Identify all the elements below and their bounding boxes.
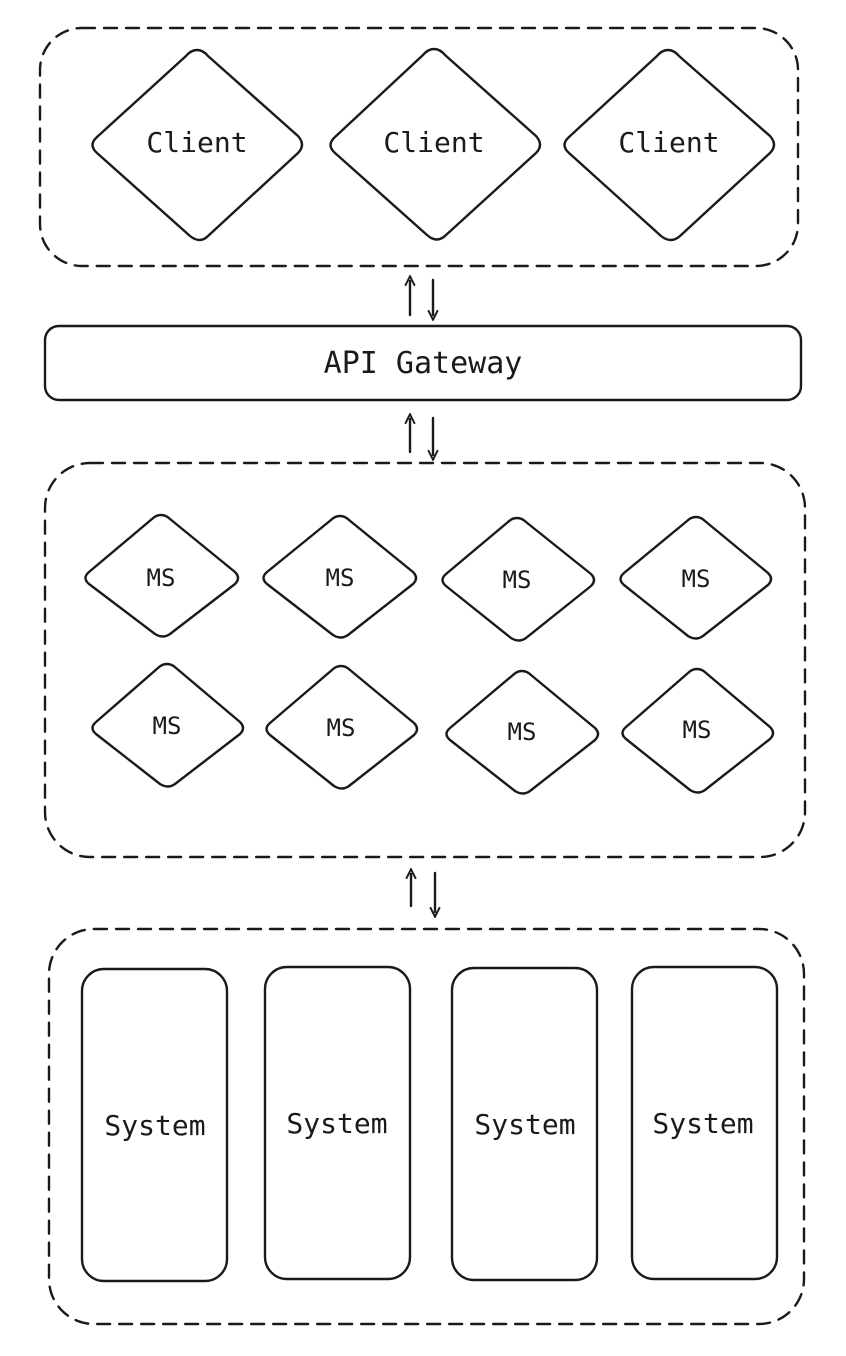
- system-label: System: [652, 1107, 753, 1140]
- bidirectional-arrow-icon: [410, 280, 433, 315]
- systems-group-container: [47, 927, 806, 1326]
- microservice-node[interactable]: MS: [441, 516, 596, 642]
- microservice-label: MS: [327, 714, 356, 742]
- bidirectional-arrow-icon: [410, 418, 433, 455]
- microservice-node[interactable]: MS: [265, 664, 419, 790]
- microservice-node[interactable]: MS: [445, 669, 600, 795]
- microservice-node[interactable]: MS: [91, 662, 245, 788]
- microservice-label: MS: [508, 718, 537, 746]
- system-node[interactable]: System: [80, 967, 229, 1283]
- client-label: Client: [618, 126, 719, 159]
- microservice-label: MS: [147, 564, 176, 592]
- system-label: System: [474, 1108, 575, 1141]
- microservice-node[interactable]: MS: [84, 513, 240, 638]
- microservice-label: MS: [683, 716, 712, 744]
- api-gateway[interactable]: API Gateway: [43, 324, 803, 402]
- microservice-node[interactable]: MS: [262, 514, 418, 639]
- microservice-label: MS: [682, 565, 711, 593]
- api-gateway-label: API Gateway: [324, 346, 523, 381]
- client-label: Client: [383, 126, 484, 159]
- microservice-node[interactable]: MS: [621, 667, 775, 794]
- system-node[interactable]: System: [263, 965, 412, 1281]
- microservices-group-container: [43, 461, 807, 859]
- bidirectional-arrow-icon: [411, 873, 435, 912]
- microservice-label: MS: [326, 564, 355, 592]
- client-node[interactable]: Client: [91, 48, 304, 242]
- system-node[interactable]: System: [630, 965, 779, 1281]
- microservice-label: MS: [503, 566, 532, 594]
- system-label: System: [104, 1109, 205, 1142]
- client-label: Client: [146, 126, 247, 159]
- client-group-container: [38, 26, 800, 268]
- system-node[interactable]: System: [450, 966, 599, 1282]
- system-label: System: [286, 1107, 387, 1140]
- client-node[interactable]: Client: [563, 48, 776, 242]
- microservice-label: MS: [153, 712, 182, 740]
- client-node[interactable]: Client: [329, 47, 542, 241]
- microservice-node[interactable]: MS: [619, 515, 773, 640]
